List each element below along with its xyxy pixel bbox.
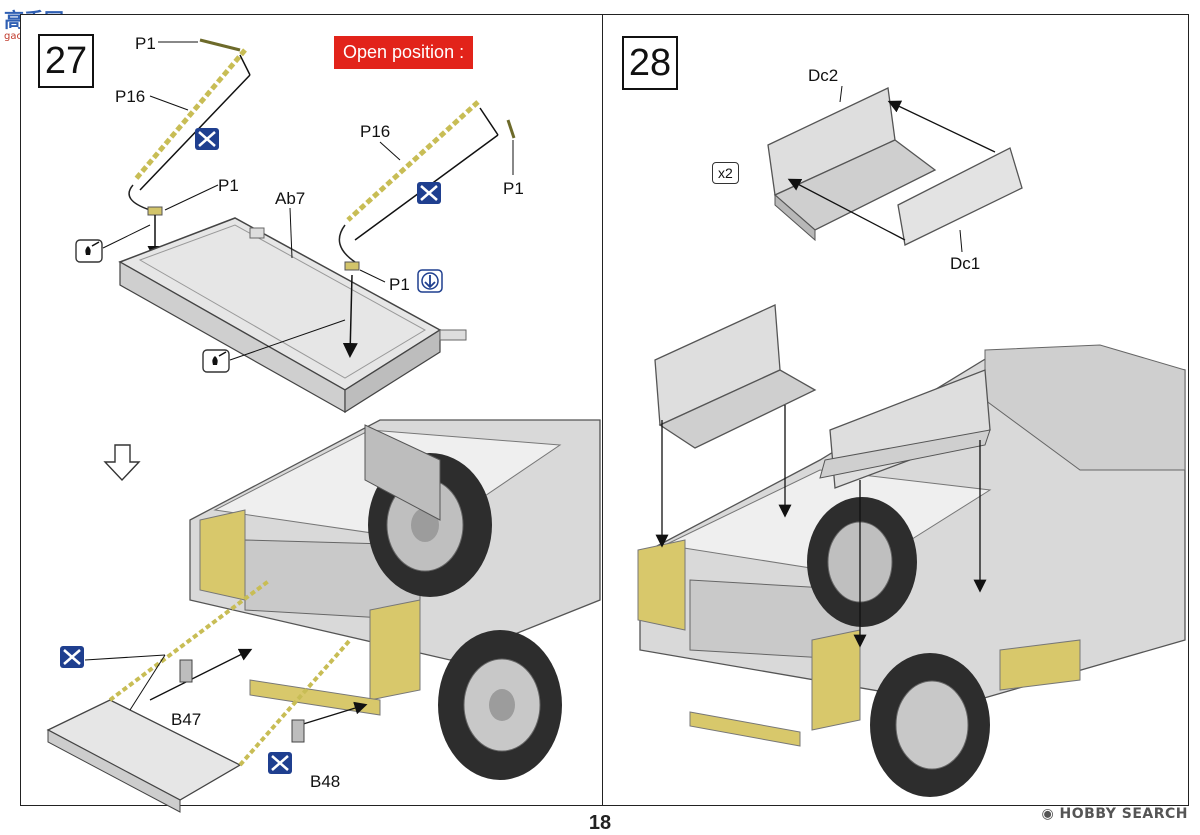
open-position-banner: Open position : — [334, 36, 474, 69]
cut-tool-icon — [268, 752, 292, 774]
brand-footer: ◉ HOBBY SEARCH — [1041, 806, 1188, 822]
tailgate-open — [46, 578, 352, 813]
cut-tool-icon — [195, 128, 219, 150]
label-b47: B47 — [171, 710, 202, 729]
quantity-badge: x2 — [712, 162, 739, 184]
brand-logo-icon: ◉ — [1041, 806, 1060, 822]
vehicle-step28 — [637, 344, 1186, 797]
label-p1-right: P1 — [503, 179, 524, 198]
label-p16-right: P16 — [360, 122, 391, 141]
label-p1-mid: P1 — [218, 176, 239, 195]
cut-tool-icon — [60, 646, 84, 668]
next-step-arrow-icon — [103, 444, 141, 482]
fold-arrow-icon — [417, 269, 443, 293]
chain-p16-right — [338, 100, 516, 271]
chain-p16-left — [128, 38, 247, 216]
label-dc2: Dc2 — [808, 66, 839, 85]
label-dc1: Dc1 — [950, 254, 981, 273]
brand-footer-text: HOBBY SEARCH — [1059, 806, 1188, 822]
cut-tool-icon — [417, 182, 441, 204]
seat-assembly-dc — [767, 87, 1023, 246]
step-27-number: 27 — [38, 34, 94, 88]
step-28-number: 28 — [622, 36, 678, 90]
cement-drop-icon — [75, 239, 103, 263]
vehicle-rear-step27 — [189, 419, 601, 780]
label-ab7: Ab7 — [275, 189, 306, 208]
label-p1-top: P1 — [135, 34, 156, 53]
seat-left — [654, 304, 817, 449]
cement-drop-icon — [202, 349, 230, 373]
page-number: 18 — [588, 812, 612, 834]
tailgate-ab7 — [118, 217, 467, 414]
label-p1-lower: P1 — [389, 275, 410, 294]
label-p16-left: P16 — [115, 87, 146, 106]
label-b48: B48 — [310, 772, 341, 791]
seat-right — [819, 369, 991, 489]
